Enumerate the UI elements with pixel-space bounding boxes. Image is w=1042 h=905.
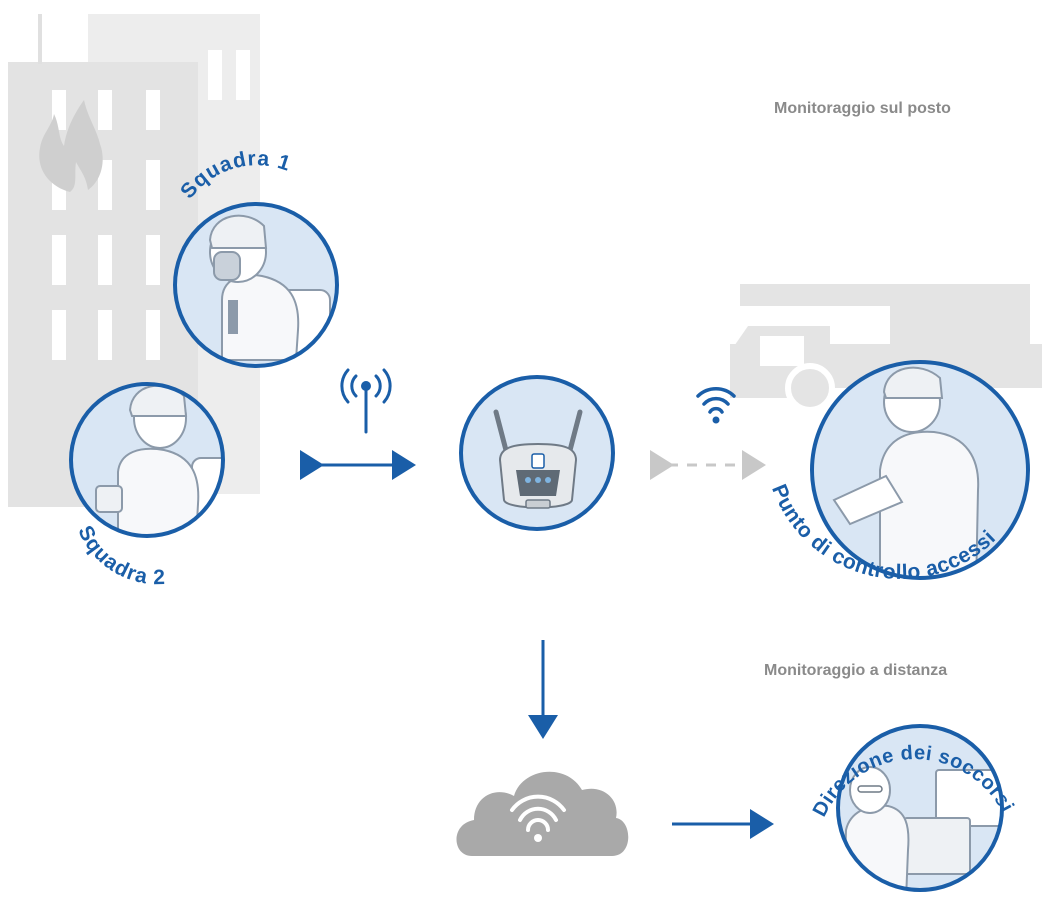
team-2-node — [69, 382, 225, 538]
access-control-node — [810, 360, 1030, 580]
firefighter-illustration — [95, 384, 223, 536]
command-center-node — [836, 724, 1004, 892]
building-silhouette — [8, 14, 260, 507]
fire-icon — [39, 100, 103, 192]
telemetry-hub-device-icon — [493, 409, 583, 509]
radio-antenna-icon — [340, 368, 392, 434]
telemetry-hub-node — [459, 375, 615, 531]
remote-monitoring-title: Monitoraggio a distanza — [764, 662, 948, 679]
wifi-icon — [696, 387, 736, 424]
onsite-monitoring-title: Monitoraggio sul posto — [774, 100, 951, 117]
operator-with-tablet-illustration — [832, 366, 980, 578]
team-1-node — [173, 202, 339, 368]
cloud-wifi-icon — [456, 771, 629, 856]
